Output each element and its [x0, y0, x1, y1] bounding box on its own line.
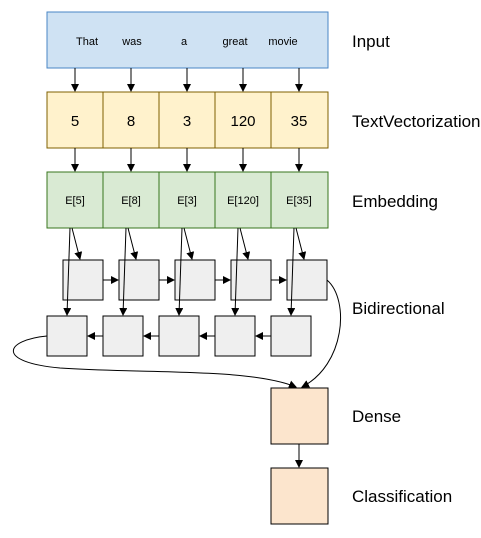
forward-rnn-cell [230, 259, 272, 301]
token-id: 8 [127, 113, 135, 130]
backward-to-dense-arrow [12, 335, 297, 389]
label-dense: Dense [352, 407, 401, 426]
embedding-to-backward-arrow [175, 227, 184, 316]
embedding-to-forward-arrow [71, 227, 83, 260]
forward-rnn-cell [118, 259, 160, 301]
forward-rnn-cell [286, 259, 328, 301]
backward-rnn-cell [214, 315, 256, 357]
forward-rnn-cell [62, 259, 104, 301]
backward-rnn-row [46, 315, 312, 357]
backward-rnn-cell [158, 315, 200, 357]
token-id: 120 [230, 113, 255, 130]
input-word: movie [268, 36, 297, 48]
forward-rnn-cell [174, 259, 216, 301]
input-word: great [222, 36, 247, 48]
backward-rnn-cell [102, 315, 144, 357]
embedding-row: E[5] E[8] E[3] E[120] E[35] [46, 171, 329, 229]
embedding-to-backward-arrow [231, 227, 240, 316]
forward-to-dense-arrow [301, 279, 341, 388]
embedding-to-forward-arrow [127, 227, 139, 260]
token-id: 3 [183, 113, 191, 130]
input-word: That [76, 36, 98, 48]
label-input: Input [352, 32, 390, 51]
backward-rnn-cell [270, 315, 312, 357]
embedding-to-backward-arrow [119, 227, 128, 316]
input-words: That was a great movie [76, 36, 298, 48]
token-box [46, 91, 329, 149]
input-box [46, 11, 329, 69]
embedding-vector: E[8] [121, 195, 141, 207]
embedding-vector: E[3] [177, 195, 197, 207]
classification-box [270, 467, 329, 525]
input-word: a [181, 36, 188, 48]
embedding-vector: E[120] [227, 195, 259, 207]
input-word: was [121, 36, 142, 48]
label-classification: Classification [352, 487, 452, 506]
token-id: 35 [291, 113, 308, 130]
label-bidirectional: Bidirectional [352, 299, 445, 318]
label-vectorization: TextVectorization [352, 112, 481, 131]
embedding-to-backward-arrow [63, 227, 72, 316]
label-embedding: Embedding [352, 192, 438, 211]
embedding-to-forward-arrow [295, 227, 307, 260]
connectors [12, 68, 341, 468]
token-id: 5 [71, 113, 79, 130]
embedding-box [46, 171, 329, 229]
embedding-vector: E[35] [286, 195, 312, 207]
embedding-to-backward-arrow [287, 227, 296, 316]
embedding-to-forward-arrow [239, 227, 251, 260]
token-row: 5 8 3 120 35 [46, 91, 329, 149]
dense-box [270, 387, 329, 445]
embedding-vector: E[5] [65, 195, 85, 207]
embedding-to-forward-arrow [183, 227, 195, 260]
forward-rnn-row [62, 259, 328, 301]
backward-rnn-cell [46, 315, 88, 357]
